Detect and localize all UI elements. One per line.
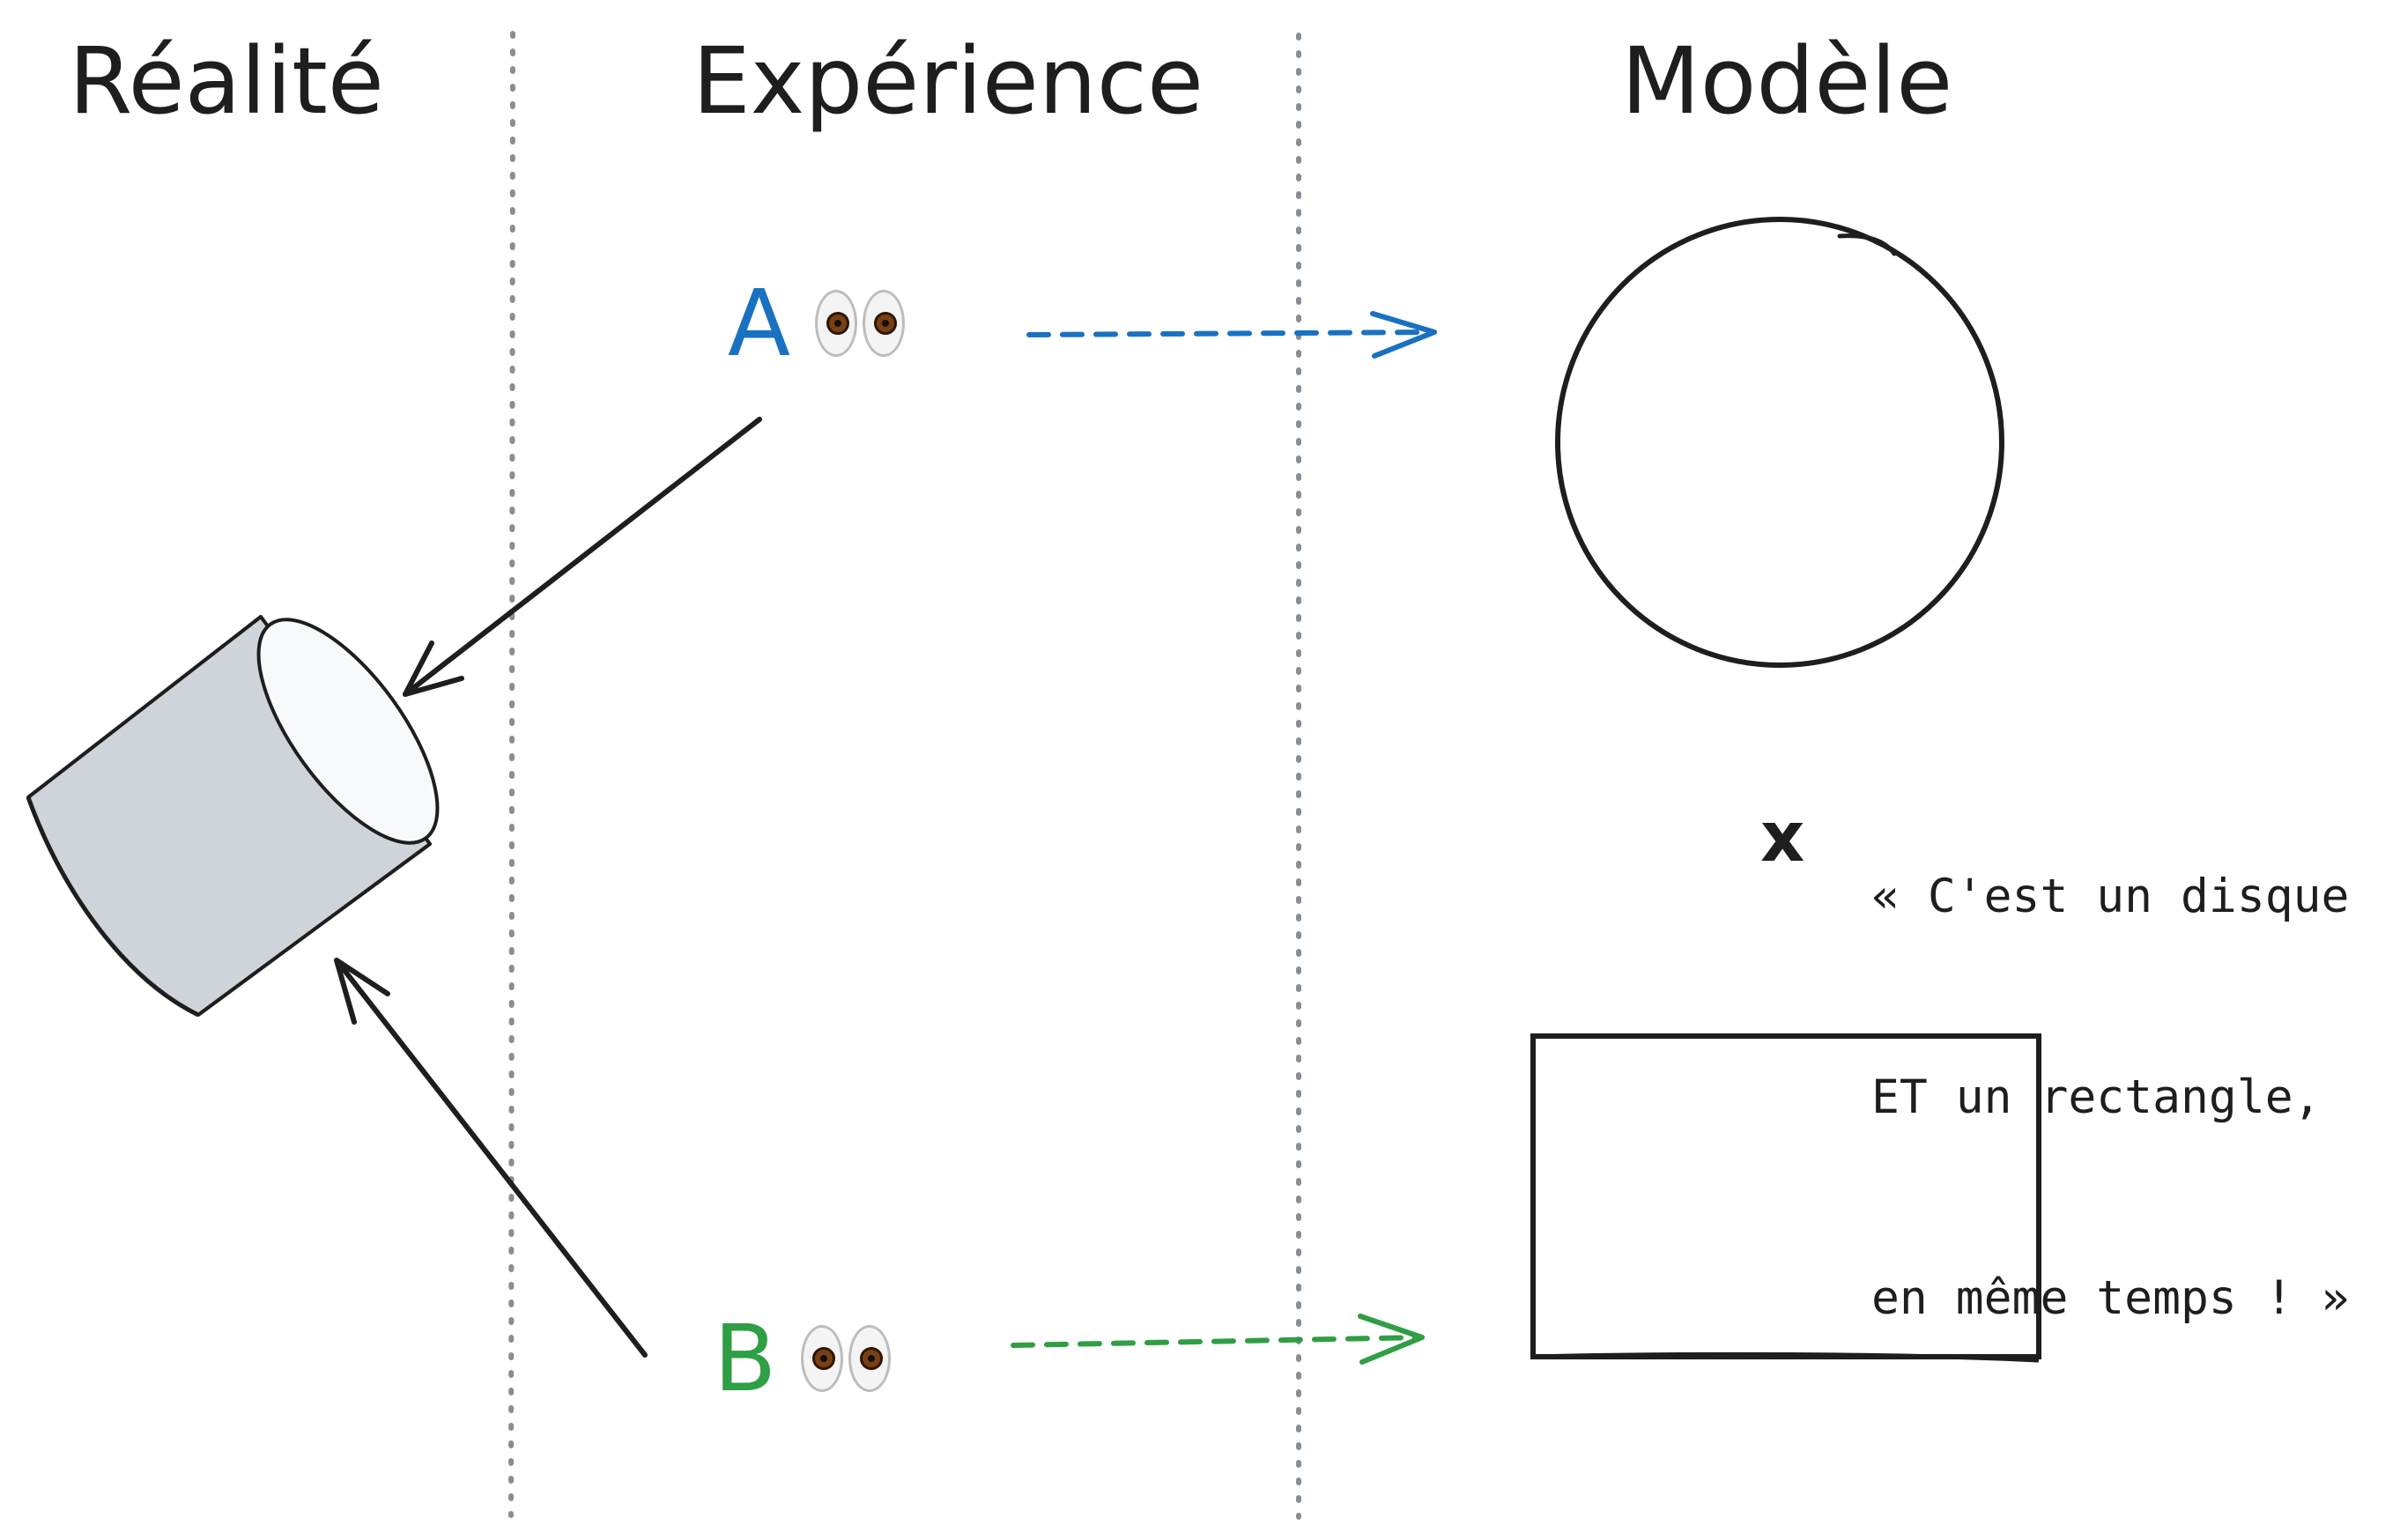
- arrow-a-to-model: [1026, 311, 1437, 359]
- arrow-b-to-reality: [334, 958, 648, 1358]
- arrow-b-to-model: [1011, 1314, 1425, 1365]
- eyes-icon: [801, 1325, 892, 1392]
- cylinder-under-line: [196, 842, 432, 1017]
- eye-right: [863, 290, 906, 357]
- observer-b-letter: B: [714, 1305, 777, 1412]
- model-rectangle: [1530, 1033, 2041, 1363]
- cylinder-top-face: [256, 618, 440, 845]
- observer-a-letter: A: [728, 270, 791, 377]
- eyes-icon: [815, 290, 906, 357]
- eye-left: [815, 290, 858, 357]
- cylinder-top-line: [26, 615, 263, 799]
- eye-right: [848, 1325, 892, 1392]
- cylinder-bottom-edge: [26, 796, 200, 1018]
- cross-marker: x: [1760, 798, 1805, 877]
- model-note-line-3: en même temps ! »: [1871, 1271, 2350, 1325]
- model-note-line-1: « C'est un disque: [1871, 870, 2350, 923]
- divider-left: [508, 31, 515, 1518]
- column-title-model: Modèle: [1621, 27, 1953, 135]
- column-title-experience: Expérience: [693, 27, 1204, 135]
- eye-left: [801, 1325, 844, 1392]
- observer-a: A: [728, 270, 906, 377]
- model-note-line-2: ET un rectangle,: [1871, 1070, 2322, 1124]
- observer-b: B: [714, 1305, 892, 1412]
- cylinder-object: [26, 615, 440, 1018]
- column-title-reality: Réalité: [69, 27, 384, 135]
- model-disc: [1555, 217, 2004, 668]
- model-note: « C'est un disque ET un rectangle, en mê…: [1871, 729, 2349, 1399]
- arrow-a-to-reality: [403, 417, 762, 697]
